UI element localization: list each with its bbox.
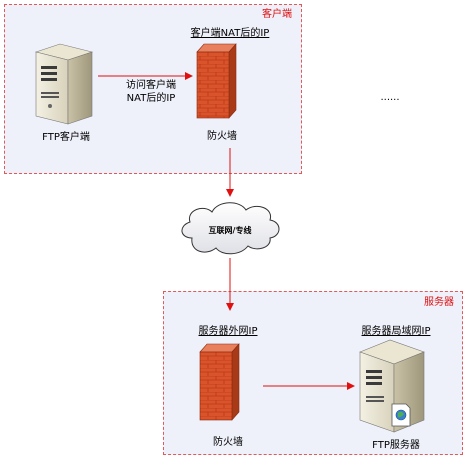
server-zone-title: 服务器 xyxy=(424,297,454,308)
cloud-icon xyxy=(181,202,280,255)
server-firewall-icon xyxy=(199,343,240,421)
client-firewall-top-label: 客户端NAT后的IP xyxy=(190,28,270,39)
client-arrow-label-line1: 访问客户端 xyxy=(126,80,176,91)
server-firewall-label: 防火墙 xyxy=(213,437,243,448)
ellipsis-label: ...... xyxy=(380,92,400,103)
client-zone-title: 客户端 xyxy=(262,9,292,20)
ftp-server-label: FTP服务器 xyxy=(372,440,420,451)
client-arrow-label-line2: NAT后的IP xyxy=(126,93,176,104)
server-firewall-top-label: 服务器外网IP xyxy=(198,326,258,337)
client-firewall-label: 防火墙 xyxy=(207,131,237,142)
ftp-server-icon xyxy=(359,339,425,433)
ftp-server-top-label: 服务器局域网IP xyxy=(361,326,431,337)
document-globe-icon xyxy=(391,403,411,427)
client-firewall-icon xyxy=(196,43,237,119)
client-arrow-label: 访问客户端 NAT后的IP xyxy=(116,79,186,105)
internet-label: 互联网/专线 xyxy=(208,226,252,235)
client-server-label: FTP客户端 xyxy=(42,132,90,143)
client-server-icon xyxy=(34,43,94,125)
